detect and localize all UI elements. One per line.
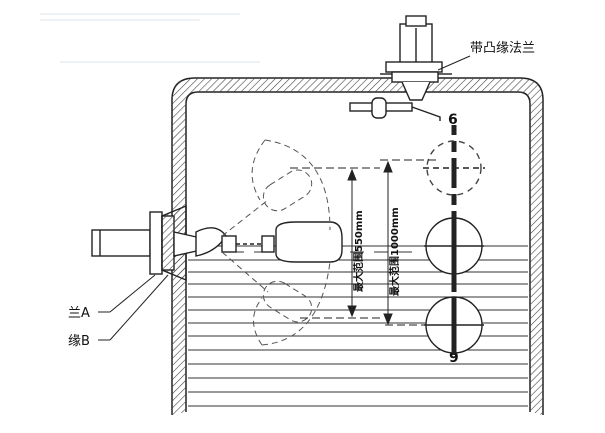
marker-bottom-label: 9 [449,350,459,366]
top-flange-switch [349,15,452,121]
dimension-1000 [380,159,440,326]
range-550-label: 最大范围550mm [352,210,365,292]
background-guides [40,13,260,63]
vertical-floats [423,140,485,354]
marker-top-label: 6 [448,112,458,128]
tank-wall [171,77,544,415]
swing-arc [221,139,331,346]
flange-a-label: 兰A [68,306,90,321]
range-1000-label: 最大范围1000mm [388,207,401,296]
side-flange-leaders [98,274,169,341]
dimension-550 [290,167,380,319]
side-flange-switch [91,204,343,282]
flange-b-label: 缘B [68,334,90,349]
flange-top-leader [437,55,471,71]
flange-top-label: 带凸缘法兰 [470,41,535,56]
